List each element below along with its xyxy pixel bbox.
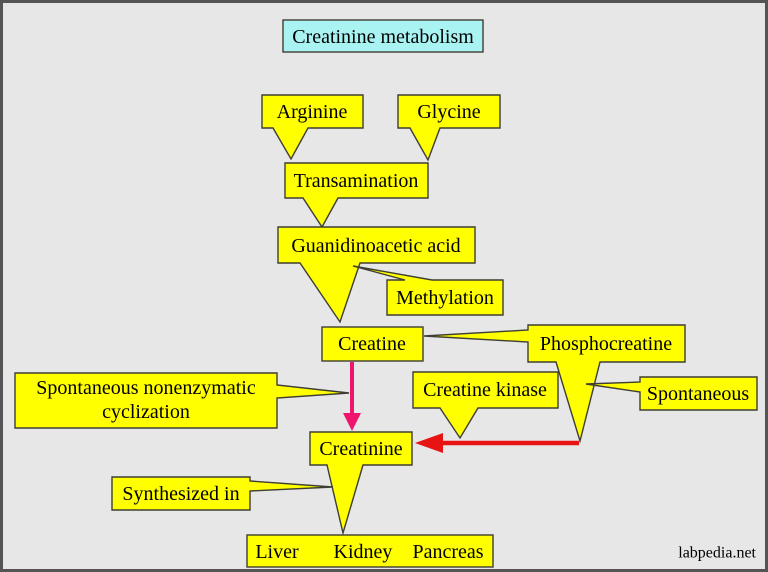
- node-creatinine: Creatinine: [309, 431, 413, 536]
- creatine-kinase-callout: [412, 371, 559, 440]
- node-organs: Liver Kidney Pancreas: [246, 534, 494, 568]
- arginine-callout: [261, 94, 364, 161]
- guanidinoacetic-acid-callout: [277, 226, 476, 324]
- arginine-label: Arginine: [277, 101, 348, 123]
- transamination-label: Transamination: [294, 170, 419, 192]
- node-guanidinoacetic-acid: Guanidinoacetic acid: [277, 226, 476, 324]
- methylation-callout: [352, 265, 504, 316]
- creatinine-callout: [309, 431, 413, 536]
- guanidinoacetic-acid-label: Guanidinoacetic acid: [291, 235, 460, 257]
- creatine-label: Creatine: [338, 333, 406, 355]
- phosphocreatine-to-creatinine-arrow: [415, 433, 579, 453]
- red-arrow-head: [415, 433, 443, 453]
- node-transamination: Transamination: [284, 162, 429, 229]
- glycine-callout: [397, 94, 501, 162]
- node-arginine: Arginine: [261, 94, 364, 161]
- glycine-label: Glycine: [417, 101, 480, 123]
- synthesized-in-label: Synthesized in: [122, 483, 239, 505]
- cyclization-label-line2: cyclization: [102, 401, 190, 423]
- phosphocreatine-label: Phosphocreatine: [540, 333, 672, 355]
- node-glycine: Glycine: [397, 94, 501, 162]
- cyclization-label-line1: Spontaneous nonenzymatic: [36, 377, 256, 399]
- node-creatine-kinase: Creatine kinase: [412, 371, 559, 440]
- node-methylation: Methylation: [352, 265, 504, 316]
- title-box: [282, 19, 484, 53]
- creatine-kinase-label: Creatine kinase: [423, 379, 547, 401]
- spontaneous-label: Spontaneous: [647, 383, 749, 405]
- node-spontaneous-cyclization: Spontaneous nonenzymatic cyclization: [14, 372, 350, 429]
- creatine-box: [321, 326, 424, 362]
- pink-arrow-head: [343, 413, 361, 431]
- watermark-text: labpedia.net: [678, 545, 756, 562]
- node-synthesized-in: Synthesized in: [111, 476, 334, 511]
- kidney-label: Kidney: [334, 541, 393, 563]
- node-phosphocreatine: Phosphocreatine: [423, 324, 686, 444]
- synthesized-in-callout: [111, 476, 334, 511]
- methylation-label: Methylation: [396, 287, 494, 309]
- node-creatine: Creatine: [321, 326, 424, 362]
- creatinine-label: Creatinine: [319, 438, 402, 460]
- cyclization-callout: [14, 372, 350, 429]
- organs-box: [246, 534, 494, 568]
- spontaneous-callout: [585, 376, 758, 411]
- liver-label: Liver: [255, 541, 299, 563]
- node-spontaneous: Spontaneous: [585, 376, 758, 411]
- title-callout: Creatinine metabolism: [282, 19, 484, 53]
- phosphocreatine-callout: [423, 324, 686, 444]
- transamination-callout: [284, 162, 429, 229]
- creatine-to-creatinine-arrow: [343, 362, 361, 431]
- pancreas-label: Pancreas: [412, 541, 483, 563]
- diagram-title: Creatinine metabolism: [292, 26, 474, 48]
